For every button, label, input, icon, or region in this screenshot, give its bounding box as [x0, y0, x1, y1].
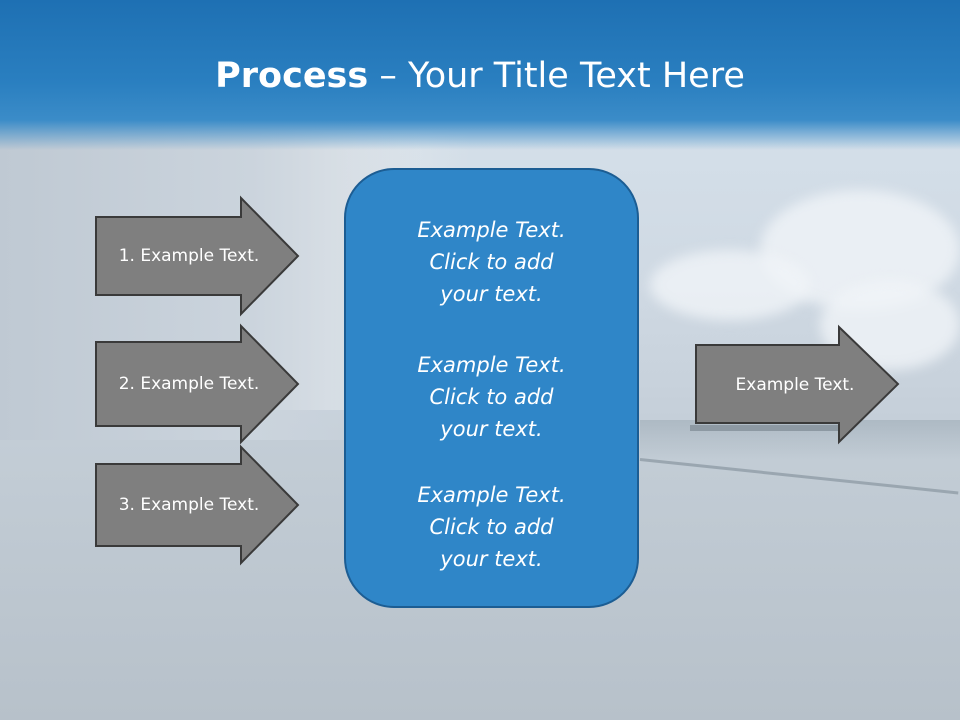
- process-step-arrow-2[interactable]: 2. Example Text.: [95, 323, 300, 445]
- center-paragraph-1: Example Text. Click to add your text.: [417, 218, 566, 306]
- right-arrow-shape: [695, 324, 900, 445]
- slide-title[interactable]: Process – Your Title Text Here: [0, 54, 960, 98]
- result-arrow[interactable]: Example Text.: [695, 324, 900, 445]
- slide-title-rest: – Your Title Text Here: [368, 56, 745, 96]
- slide-title-bold: Process: [215, 56, 369, 96]
- process-step-label: 2. Example Text.: [118, 374, 260, 394]
- right-arrow-shape: [95, 195, 300, 317]
- process-step-arrow-1[interactable]: 1. Example Text.: [95, 195, 300, 317]
- center-paragraph-2: Example Text. Click to add your text.: [417, 353, 566, 441]
- result-label: Example Text.: [735, 375, 855, 395]
- right-arrow-shape: [95, 444, 300, 566]
- cloud: [650, 250, 810, 320]
- process-step-arrow-3[interactable]: 3. Example Text.: [95, 444, 300, 566]
- process-step-label: 1. Example Text.: [118, 246, 260, 266]
- process-step-label: 3. Example Text.: [118, 495, 260, 515]
- center-text-box[interactable]: Example Text. Click to add your text. Ex…: [344, 168, 639, 608]
- title-banner: [0, 0, 960, 150]
- center-paragraph-3: Example Text. Click to add your text.: [417, 483, 566, 571]
- right-arrow-shape: [95, 323, 300, 445]
- overpass-bridge: [690, 425, 850, 431]
